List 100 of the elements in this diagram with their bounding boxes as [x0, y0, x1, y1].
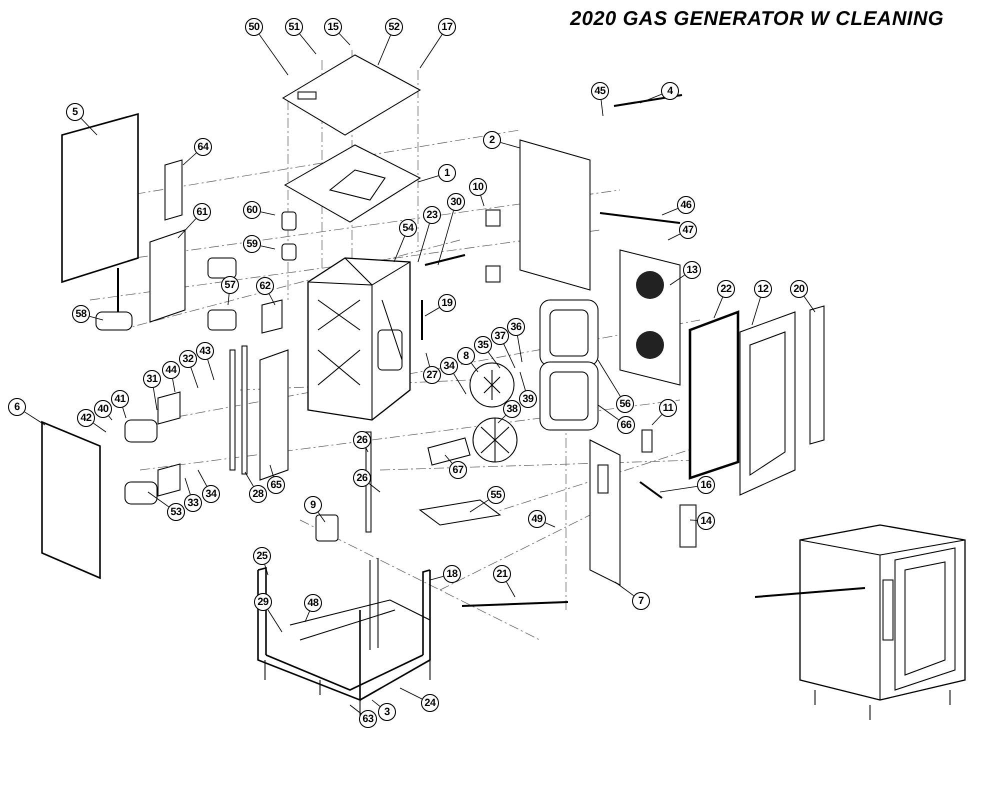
- callout-number: 6: [8, 398, 26, 416]
- leader-line: [207, 359, 214, 380]
- leader-line: [662, 208, 678, 216]
- leader-line: [372, 700, 380, 707]
- leader-line: [598, 404, 620, 420]
- leader-line: [614, 582, 634, 596]
- callout-number: 4: [661, 82, 679, 100]
- leader-line: [420, 34, 442, 68]
- callout-number: 7: [632, 592, 650, 610]
- diagram-title: 2020 GAS GENERATOR W CLEANING: [570, 8, 944, 31]
- callout-number: 19: [438, 294, 456, 312]
- leader-line: [89, 316, 104, 320]
- callout-number: 13: [683, 261, 701, 279]
- callout-number: 14: [697, 512, 715, 530]
- leader-line: [228, 294, 230, 306]
- callout-number: 12: [754, 280, 772, 298]
- leader-line: [668, 234, 680, 240]
- leader-line: [430, 576, 444, 580]
- callout-number: 46: [677, 196, 695, 214]
- callout-number: 51: [285, 18, 303, 36]
- leader-line: [506, 581, 516, 598]
- leader-line: [471, 362, 478, 372]
- leader-line: [498, 415, 506, 424]
- leader-line: [378, 34, 391, 66]
- leader-line: [600, 100, 604, 116]
- leader-line: [453, 373, 466, 394]
- leader-line: [148, 492, 170, 508]
- callout-number: 63: [359, 710, 377, 728]
- callout-number: 47: [679, 221, 697, 239]
- leader-line: [172, 378, 176, 392]
- callout-number: 49: [528, 510, 546, 528]
- leader-line: [517, 336, 522, 362]
- leader-line: [500, 142, 520, 148]
- leader-line: [480, 195, 484, 206]
- callout-number: 58: [72, 305, 90, 323]
- callout-number: 43: [196, 342, 214, 360]
- callout-number: 59: [243, 235, 261, 253]
- leader-line: [470, 500, 489, 512]
- callout-number: 35: [474, 336, 492, 354]
- callout-number: 54: [399, 219, 417, 237]
- callout-number: 1: [438, 164, 456, 182]
- callout-number: 37: [491, 327, 509, 345]
- leader-line: [198, 470, 208, 486]
- callout-number: 41: [111, 390, 129, 408]
- leader-line: [299, 34, 316, 54]
- callout-number: 39: [519, 390, 537, 408]
- leader-line: [714, 296, 723, 318]
- leader-line: [24, 412, 46, 426]
- callout-number: 15: [324, 18, 342, 36]
- callout-number: 45: [591, 82, 609, 100]
- leader-line: [368, 483, 380, 492]
- leader-line: [366, 448, 368, 452]
- callout-number: 27: [423, 366, 441, 384]
- callout-number: 18: [443, 565, 461, 583]
- callout-number: 34: [440, 357, 458, 375]
- leader-line: [660, 486, 698, 492]
- callout-number: 60: [243, 201, 261, 219]
- leader-line: [122, 407, 126, 418]
- callout-number: 57: [221, 276, 239, 294]
- leader-line: [182, 152, 197, 166]
- leader-line: [438, 210, 454, 266]
- leader-line: [544, 522, 556, 528]
- callout-number: 56: [616, 395, 634, 413]
- leader-line: [260, 212, 276, 216]
- callout-number: 22: [717, 280, 735, 298]
- leader-line: [190, 367, 198, 388]
- callout-number: 31: [143, 370, 161, 388]
- leader-line: [426, 352, 430, 367]
- leader-line: [520, 372, 526, 391]
- callout-number: 24: [421, 694, 439, 712]
- leader-line: [184, 478, 191, 495]
- callout-number: 38: [503, 400, 521, 418]
- leader-line: [153, 388, 158, 410]
- callout-number: 66: [617, 416, 635, 434]
- leader-line: [503, 344, 516, 368]
- callout-number: 34: [202, 485, 220, 503]
- leader-line: [80, 118, 98, 136]
- leader-line: [804, 296, 816, 312]
- leader-line: [268, 294, 276, 306]
- callout-number: 3: [378, 703, 396, 721]
- leader-line: [394, 236, 405, 262]
- callout-number: 11: [659, 399, 677, 417]
- leader-line: [264, 564, 268, 576]
- callout-number: 67: [449, 461, 467, 479]
- callout-number: 26: [353, 469, 371, 487]
- leader-line: [318, 512, 326, 522]
- leader-line: [258, 34, 288, 76]
- callout-number: 25: [253, 547, 271, 565]
- leader-line: [304, 610, 310, 622]
- leader-line: [598, 360, 621, 397]
- callout-number: 8: [457, 347, 475, 365]
- leader-line: [93, 422, 106, 432]
- callout-number: 30: [447, 193, 465, 211]
- callout-number: 42: [77, 409, 95, 427]
- callout-number: 23: [423, 206, 441, 224]
- callout-number: 48: [304, 594, 322, 612]
- callout-number: 50: [245, 18, 263, 36]
- leader-line: [338, 33, 350, 46]
- leader-line: [424, 307, 440, 316]
- leader-line: [108, 416, 112, 420]
